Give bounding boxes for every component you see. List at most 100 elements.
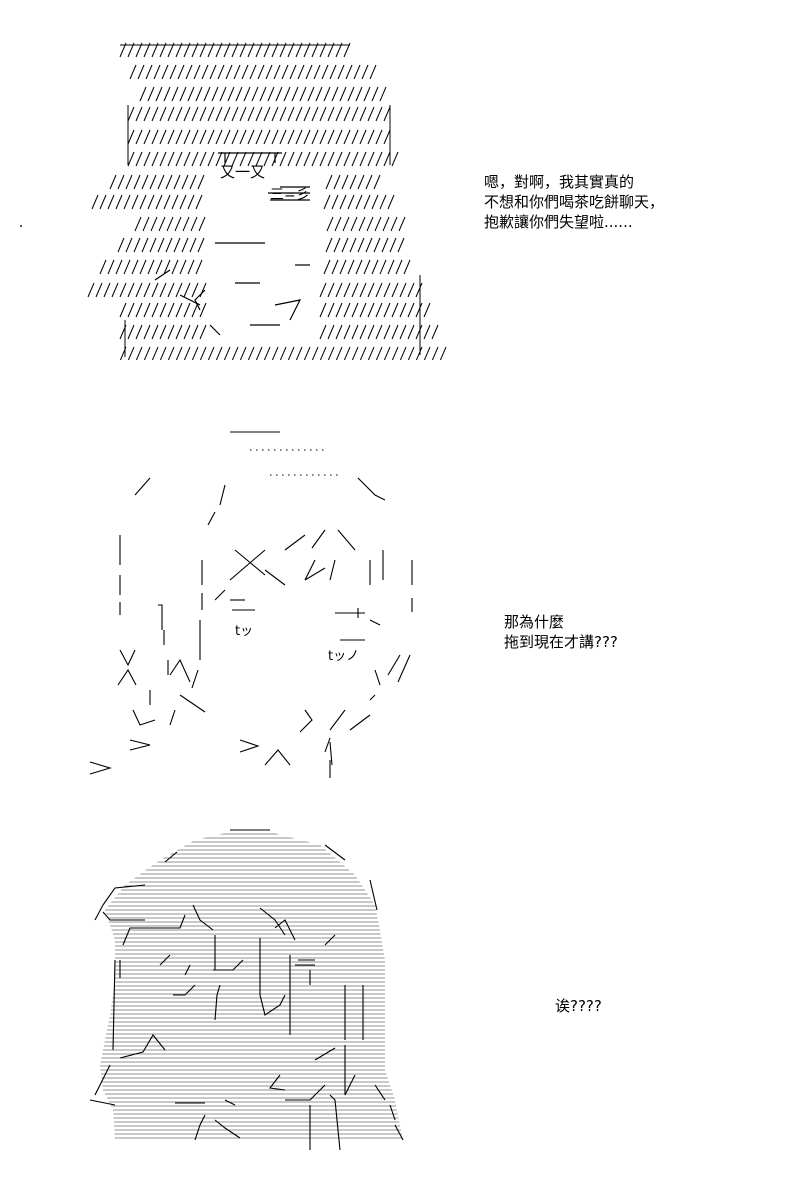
hair-strand xyxy=(134,216,142,232)
hair-strand xyxy=(191,42,199,58)
hair-strand xyxy=(423,324,431,340)
hair-strand xyxy=(383,324,391,340)
figure-lines xyxy=(89,431,413,778)
hair-strand xyxy=(91,194,99,210)
hair-strand xyxy=(190,216,198,232)
hair-strand xyxy=(139,194,147,210)
hair-strand xyxy=(207,129,215,145)
hair-strand xyxy=(303,346,311,360)
hair-strand xyxy=(161,64,169,80)
dialog-line: 不想和你們喝茶吃餅聊天， xyxy=(484,193,665,211)
hair-strand xyxy=(150,216,158,232)
hair-strand xyxy=(307,86,315,102)
hair-strand xyxy=(363,194,371,210)
hair-strand xyxy=(251,86,259,102)
hair-strand xyxy=(343,302,351,318)
hair-strand xyxy=(223,129,231,145)
hair-strand xyxy=(347,194,355,210)
hair-strand xyxy=(369,64,377,80)
hair-strand xyxy=(379,194,387,210)
hair-strand xyxy=(151,42,159,58)
hair-strand xyxy=(167,151,175,167)
hair-strand xyxy=(391,151,399,167)
hair-strand xyxy=(343,106,351,122)
hair-strand xyxy=(249,64,257,80)
hair-strand xyxy=(359,302,367,318)
hair-strand xyxy=(239,129,247,145)
hair-strand xyxy=(239,106,247,122)
hair-strand xyxy=(158,216,166,232)
hair-strand xyxy=(297,64,305,80)
hair-strand xyxy=(199,106,207,122)
hair-strand xyxy=(303,129,311,145)
hair-strand xyxy=(243,86,251,102)
hair-strand xyxy=(387,259,395,275)
hair-strand xyxy=(247,346,255,360)
hair-strand xyxy=(326,216,334,232)
hair-strand xyxy=(131,194,139,210)
hair-strand xyxy=(193,64,201,80)
hair-strand xyxy=(357,237,365,253)
hair-strand xyxy=(305,64,313,80)
hair-strand xyxy=(383,282,391,298)
hair-strand xyxy=(423,346,431,360)
hair-strand xyxy=(135,42,143,58)
hair-strand xyxy=(375,129,383,145)
hair-strand xyxy=(199,151,207,167)
hair-strand xyxy=(358,216,366,232)
hair-strand xyxy=(399,282,407,298)
hair-strand xyxy=(107,194,115,210)
hair-strand xyxy=(367,106,375,122)
hair-strand xyxy=(255,129,263,145)
hair-strand xyxy=(341,237,349,253)
hair-strand xyxy=(363,259,371,275)
hair-strand xyxy=(287,129,295,145)
sfx-left: tッ xyxy=(235,624,253,639)
hair-strand xyxy=(295,106,303,122)
hair-strand xyxy=(295,151,303,167)
hair-strand xyxy=(321,64,329,80)
hair-strand xyxy=(423,302,431,318)
figure-lines-3 xyxy=(89,829,404,1151)
hair-strand xyxy=(149,174,157,190)
hair-strand xyxy=(347,86,355,102)
hair-strand xyxy=(367,302,375,318)
hair-strand xyxy=(291,86,299,102)
hair-strand xyxy=(335,42,343,58)
sfx-right: tッノ xyxy=(328,649,359,664)
hair-strand xyxy=(375,302,383,318)
hair-strand xyxy=(351,302,359,318)
hair-strand xyxy=(167,106,175,122)
hair-strand xyxy=(143,282,151,298)
hair-strand xyxy=(183,282,191,298)
hair-strand xyxy=(169,64,177,80)
hair-strand xyxy=(183,346,191,360)
hair-strand xyxy=(95,282,103,298)
hair-strand xyxy=(217,64,225,80)
hair-strand xyxy=(219,86,227,102)
hair-strand xyxy=(166,216,174,232)
hair-strand xyxy=(159,151,167,167)
hair-strand xyxy=(141,237,149,253)
hair-strand xyxy=(341,174,349,190)
hair-strand xyxy=(367,129,375,145)
hair-strand xyxy=(167,346,175,360)
ascii-art-figure-3 xyxy=(89,829,404,1151)
hair-strand xyxy=(255,106,263,122)
hair-strand xyxy=(223,106,231,122)
hair-strand xyxy=(241,64,249,80)
hair-strand xyxy=(263,346,271,360)
hair-strand xyxy=(351,346,359,360)
hair-strand xyxy=(333,174,341,190)
hair-strand xyxy=(141,174,149,190)
hair-strand xyxy=(159,129,167,145)
hair-strand xyxy=(207,151,215,167)
hair-strand xyxy=(415,324,423,340)
hair-strand xyxy=(373,237,381,253)
hair-strand xyxy=(123,259,131,275)
hair-strand xyxy=(415,282,423,298)
hair-strand xyxy=(187,259,195,275)
hair-strand xyxy=(342,216,350,232)
hair-strand xyxy=(127,346,135,360)
